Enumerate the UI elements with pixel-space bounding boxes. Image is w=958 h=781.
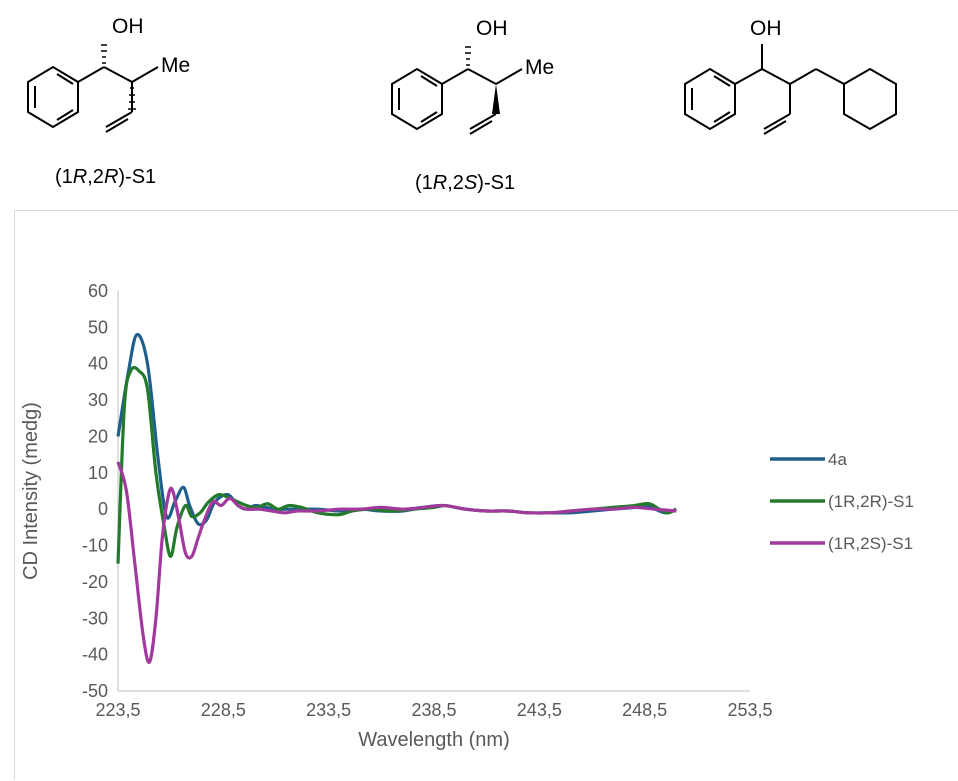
series-line-0 <box>116 333 677 527</box>
y-tick-label: -10 <box>82 536 108 556</box>
x-tick-label: 248,5 <box>622 700 667 720</box>
structure-2-name: (1R,2S)-S1 <box>415 172 516 194</box>
y-tick-label: 50 <box>88 317 108 337</box>
structure-1-drawing <box>27 65 159 133</box>
x-tick-label: 253,5 <box>727 700 772 720</box>
y-tick-label: -50 <box>82 681 108 701</box>
series-lines <box>116 333 677 664</box>
hydroxyl-label-3: OH <box>750 17 782 40</box>
structure-2-drawing <box>391 67 523 135</box>
y-tick-label: 20 <box>88 426 108 446</box>
structure-3-drawing <box>684 44 897 135</box>
y-tick-label: -20 <box>82 572 108 592</box>
y-tick-label: -40 <box>82 645 108 665</box>
x-tick-label: 238,5 <box>411 700 456 720</box>
y-axis-title: CD Intensity (medg) <box>20 402 42 580</box>
x-axis-ticks: 223,5 228,5 233,5 238,5 243,5 248,5 253,5 <box>95 700 772 720</box>
y-axis-ticks: 60 50 40 30 20 10 0 -10 -20 -30 -40 -50 <box>82 281 108 701</box>
x-axis-title: Wavelength (nm) <box>358 729 510 751</box>
y-tick-label: 40 <box>88 354 108 374</box>
x-tick-label: 223,5 <box>95 700 140 720</box>
hydroxyl-label-1: OH <box>112 15 144 38</box>
structures-svg <box>27 44 897 135</box>
methyl-label-1: Me <box>161 54 191 77</box>
legend-label-0: 4a <box>828 450 847 469</box>
series-line-2 <box>116 461 677 664</box>
x-tick-label: 243,5 <box>517 700 562 720</box>
series-line-1 <box>116 365 677 564</box>
legend-label-1: (1R,2R)-S1 <box>828 492 914 511</box>
hydroxyl-label-2: OH <box>476 17 508 40</box>
y-tick-label: 0 <box>98 499 108 519</box>
structure-1-name: (1R,2R)-S1 <box>55 166 157 188</box>
y-tick-label: -30 <box>82 608 108 628</box>
methyl-label-2: Me <box>525 56 555 79</box>
x-tick-label: 228,5 <box>201 700 246 720</box>
y-tick-label: 30 <box>88 390 108 410</box>
legend-label-2: (1R,2S)-S1 <box>828 534 913 553</box>
y-tick-label: 60 <box>88 281 108 301</box>
chemical-structures: OH Me OH Me OH (1R,2R)-S1 (1R,2S)-S1 <box>0 0 958 205</box>
x-tick-label: 233,5 <box>306 700 351 720</box>
y-tick-label: 10 <box>88 463 108 483</box>
chart-legend: 4a (1R,2R)-S1 (1R,2S)-S1 <box>770 450 914 553</box>
